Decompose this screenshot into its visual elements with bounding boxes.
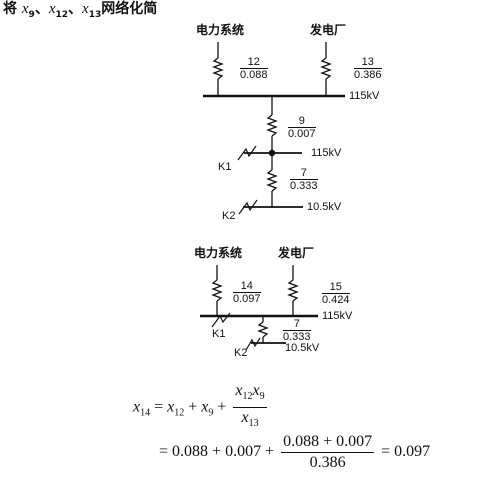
d1-source1-branch	[212, 42, 224, 96]
d1-k1-label: K1	[218, 161, 232, 173]
d2-source1-branch	[211, 265, 223, 316]
d1-bus-top-voltage: 115kV	[349, 90, 380, 102]
d2-source1-label: 电力系统	[194, 246, 243, 260]
d2-branch-7	[257, 316, 269, 343]
d2-source2-branch	[287, 265, 299, 316]
d2-k2-fault-symbol	[245, 337, 261, 351]
d1-bus-mid-voltage: 115kV	[311, 147, 342, 159]
d1-branch-9	[266, 96, 278, 153]
d2-bus-115kv-voltage: 115kV	[322, 310, 353, 322]
d1-k2-fault-symbol	[238, 199, 258, 215]
problem-title: 将 x9、x12、x13网络化简	[3, 1, 158, 20]
d1-k1-fault-symbol	[237, 145, 257, 161]
d2-k1-fault-symbol	[211, 312, 231, 328]
d1-source2-label: 发电厂	[310, 23, 347, 37]
d2-k2-label: K2	[234, 347, 248, 359]
equation-x14-symbolic: x14 = x12 + x9 + x12x9 x13	[133, 381, 270, 434]
d1-source1-label: 电力系统	[196, 23, 245, 37]
d2-source2-label: 发电厂	[278, 246, 315, 260]
d2-bus-10kv-voltage: 10.5kV	[285, 342, 320, 354]
d1-k2-label: K2	[222, 210, 236, 222]
d1-bus-bottom-voltage: 10.5kV	[307, 201, 342, 213]
d2-k1-label: K1	[212, 328, 226, 340]
equation-fraction-symbolic: x12x9 x13	[233, 382, 267, 430]
equation-x14-numeric: = 0.088 + 0.007 + 0.088 + 0.007 0.386 = …	[159, 433, 431, 471]
equation-fraction-numeric: 0.088 + 0.007 0.386	[281, 433, 375, 471]
d1-source2-branch	[320, 42, 332, 96]
d1-branch-7	[266, 153, 278, 207]
